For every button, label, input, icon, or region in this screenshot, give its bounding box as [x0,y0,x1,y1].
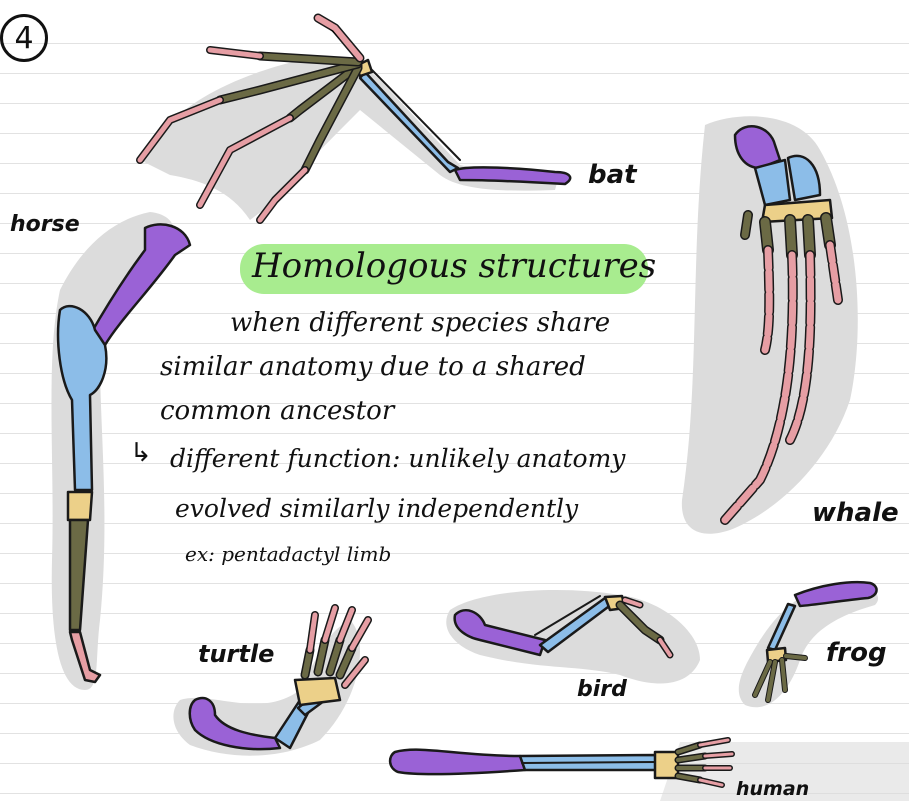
label-whale: whale [812,498,899,528]
page-title: Homologous structures [252,246,656,286]
label-turtle: turtle [198,640,274,668]
label-bat: bat [588,160,637,190]
example-line: ex: pentadactyl limb [185,542,391,566]
label-bird: bird [577,677,627,702]
label-frog: frog [826,638,887,668]
definition-line-3: common ancestor [160,396,394,426]
arrow-icon: ↳ [130,438,152,468]
note-line-2: evolved similarly independently [175,494,578,523]
label-human: human [736,778,809,800]
label-horse: horse [10,212,80,237]
definition-line-1: when different species share [230,308,610,338]
definition-line-2: similar anatomy due to a shared [160,352,586,382]
note-line-1: different function: unlikely anatomy [170,444,625,473]
